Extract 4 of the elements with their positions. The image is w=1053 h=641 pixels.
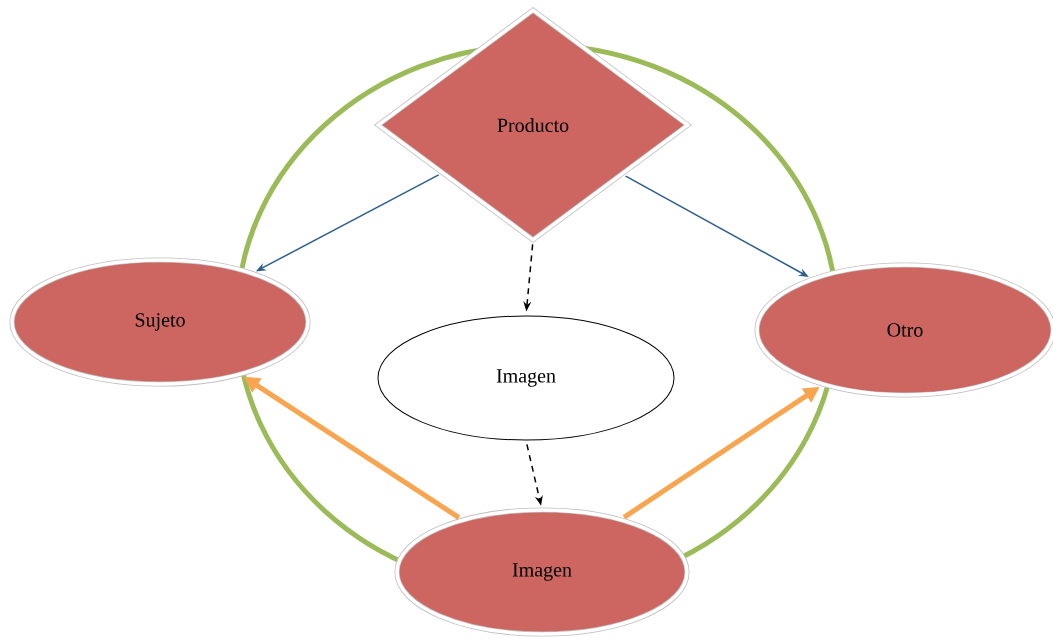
ellipse-node: Otro xyxy=(754,262,1053,398)
ellipse-node: Sujeto xyxy=(9,257,311,387)
ellipse-node: Imagen xyxy=(394,507,690,637)
ellipse-node: Imagen xyxy=(377,315,675,441)
